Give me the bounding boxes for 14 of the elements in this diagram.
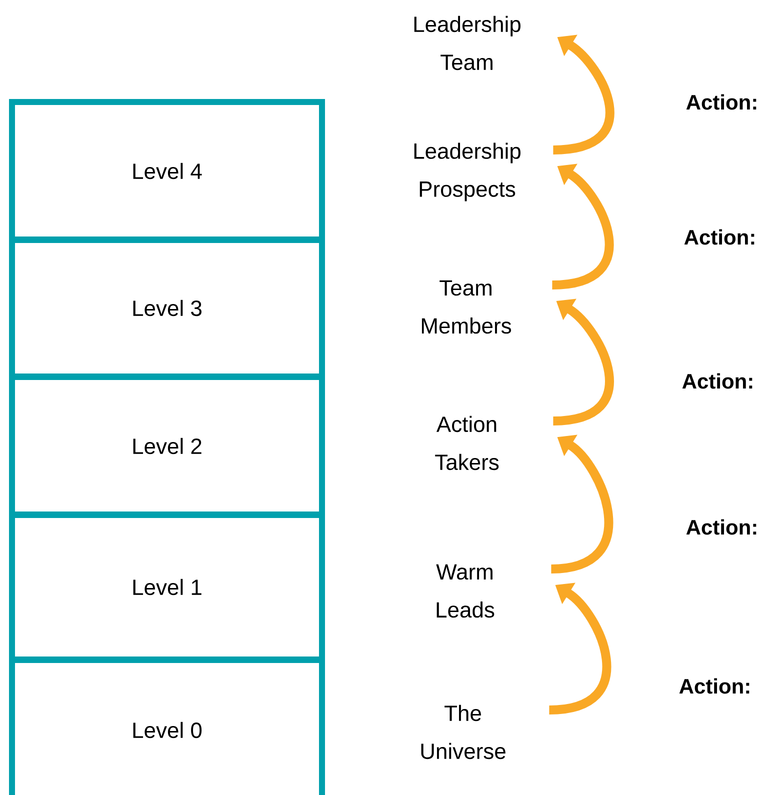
stage-label: Leadership Prospects: [414, 142, 520, 202]
action-label: Action:: [682, 373, 752, 389]
stage-label: Team Members: [422, 280, 512, 334]
level-box: Level 1: [9, 512, 325, 662]
action-label: Action:: [679, 678, 750, 694]
level-box: Level 3: [9, 236, 325, 380]
action-label: Action:: [684, 229, 754, 245]
stage-label: Action Takers: [435, 416, 499, 470]
stage-label: Warm Leads: [436, 564, 494, 618]
stage-label: Leadership Team: [414, 16, 520, 70]
stage-label: The Universe: [421, 704, 506, 760]
level-box: Level 4: [9, 99, 325, 243]
action-label: Action:: [686, 94, 756, 110]
action-label: Action:: [686, 519, 756, 535]
